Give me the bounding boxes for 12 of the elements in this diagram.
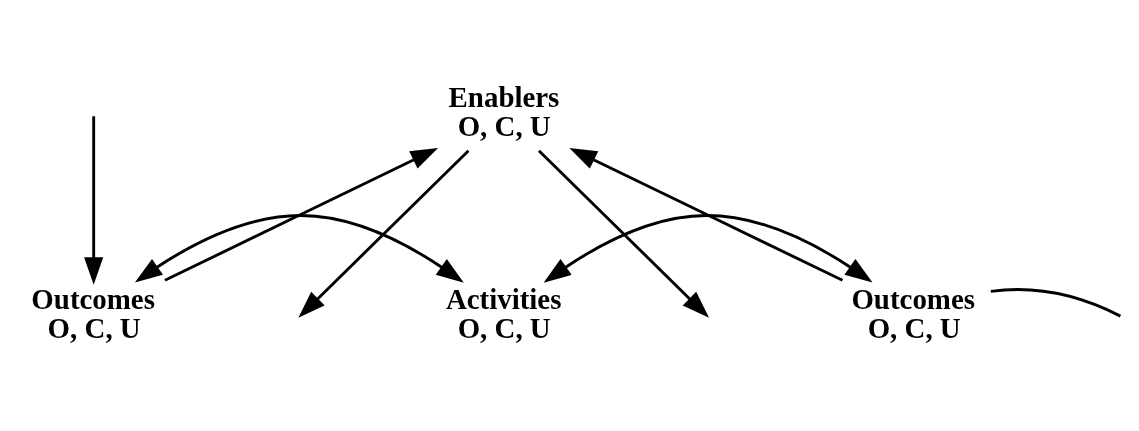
node-text: Outcomes O, C, U bbox=[851, 283, 975, 344]
arrow bbox=[569, 147, 844, 282]
arrow bbox=[134, 214, 464, 283]
connector bbox=[990, 288, 1122, 318]
node-text: Enablers O, C, U bbox=[448, 80, 560, 142]
node-text: Outcomes O, C, U bbox=[31, 283, 155, 344]
arrow bbox=[543, 214, 873, 283]
arrow bbox=[84, 116, 104, 285]
arrow bbox=[298, 149, 470, 318]
node-text: Activities O, C, U bbox=[445, 283, 562, 344]
arrow bbox=[164, 147, 439, 282]
arrow bbox=[537, 149, 710, 318]
